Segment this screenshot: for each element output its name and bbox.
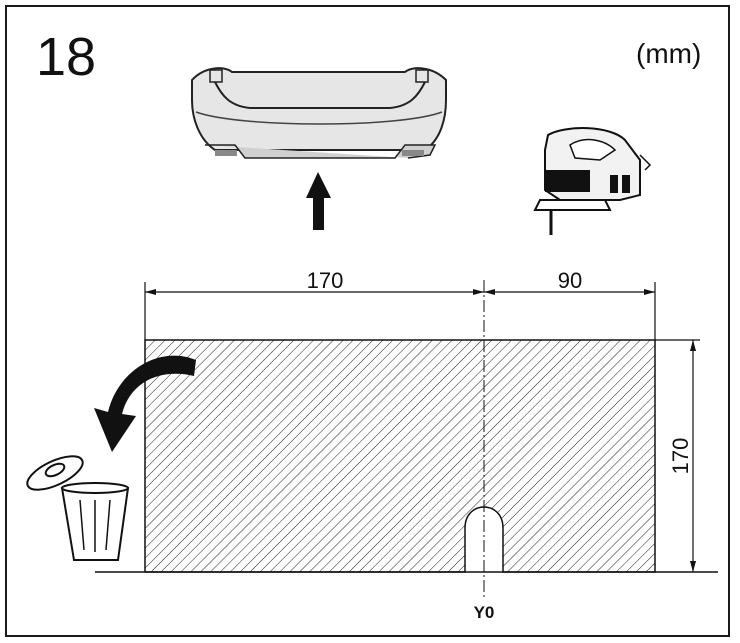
right-dimension-lines: [655, 339, 700, 572]
trash-can-icon: [26, 455, 130, 561]
step-number: 18: [36, 27, 97, 87]
hatched-cut-area: [144, 339, 656, 573]
curved-arrow-icon: [94, 355, 196, 452]
reference-label: Y0: [474, 603, 495, 622]
arrow-up-icon: [306, 172, 331, 230]
rear-bumper-icon: [191, 67, 447, 159]
diagram-frame: [5, 5, 730, 637]
top-dimension-lines: [144, 282, 656, 340]
unit-label: (mm): [636, 38, 702, 69]
jigsaw-icon: [533, 127, 652, 235]
dimension-top-left: 170: [307, 268, 344, 293]
dimension-right-height: 170: [668, 438, 693, 475]
dimension-top-right: 90: [558, 268, 582, 293]
